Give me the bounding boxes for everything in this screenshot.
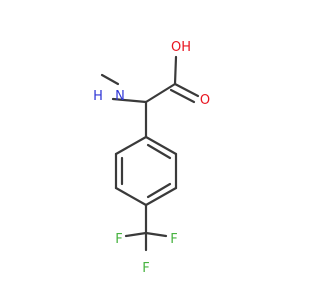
bond-c-o-double-1 (173, 82, 200, 98)
bond-c-f-right (144, 231, 168, 238)
molecule-canvas: OH O H N F F F (93, 40, 210, 276)
atom-f-bottom-label: F (142, 261, 149, 276)
atom-h-label: H (93, 89, 103, 104)
atom-n-label: N (115, 89, 125, 104)
bond-n-alpha (111, 97, 148, 104)
atom-o-label: O (200, 93, 210, 108)
bond-c-oh (173, 55, 178, 86)
ring-inner-bond-2 (146, 182, 172, 199)
ring-bond-3 (144, 186, 178, 207)
molecule-structure: OH O H N F F F (93, 40, 210, 276)
atom-f-left-label: F (115, 232, 122, 247)
ring-bond-6 (114, 135, 148, 156)
atom-f-right-label: F (170, 232, 177, 247)
bond-alpha-carboxyl (144, 82, 177, 104)
atom-oh-label: OH (171, 40, 191, 55)
bond-methyl-n (100, 73, 120, 86)
ring-bond-1 (144, 135, 178, 156)
ring-bond-4 (114, 186, 148, 207)
bond-c-f-left (124, 231, 148, 238)
ring-inner-bond-1 (146, 143, 172, 160)
bond-c-o-double-2 (169, 88, 196, 104)
